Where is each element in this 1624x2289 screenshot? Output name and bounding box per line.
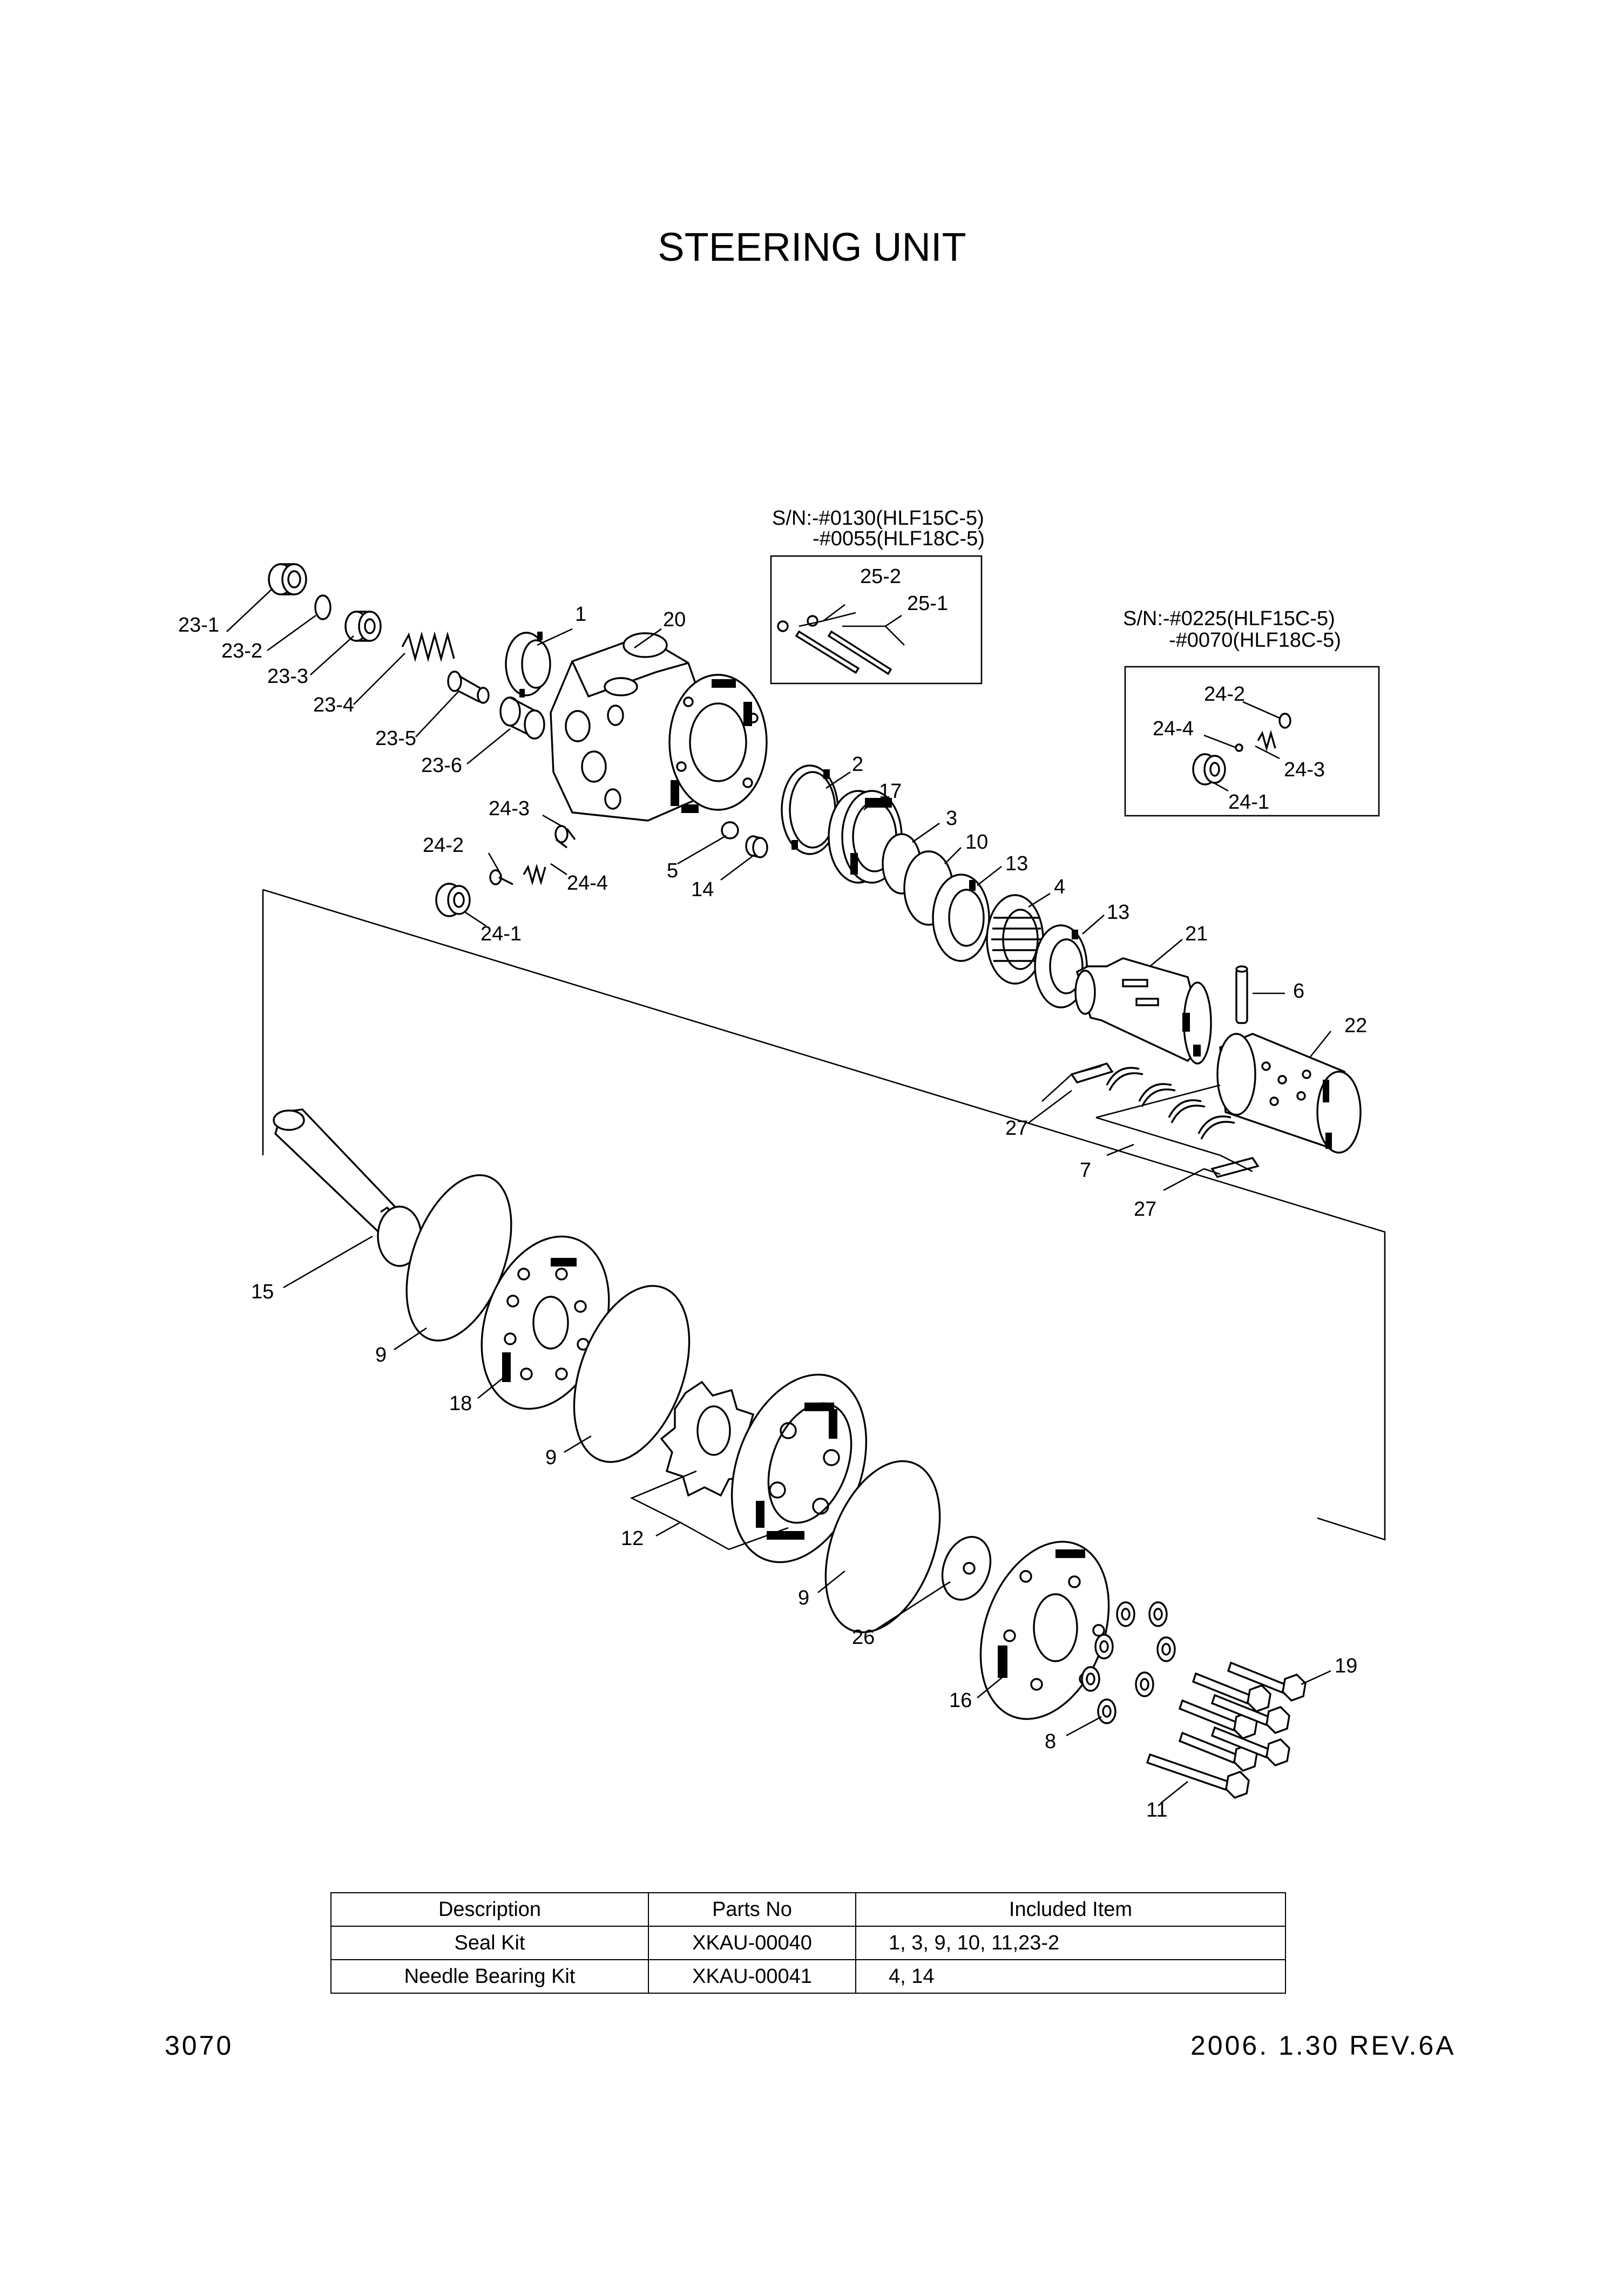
callout-20: 20 <box>663 608 686 631</box>
callout-27a: 27 <box>1005 1117 1028 1140</box>
callout-labels: 23-1 23-2 23-3 23-4 23-5 23-6 1 20 25-2 … <box>178 565 1367 1821</box>
row-included-item: 1, 3, 9, 10, 11,23-2 <box>855 1926 1286 1960</box>
callout-23-6: 23-6 <box>421 754 462 777</box>
o-ring-part-23-2 <box>314 594 331 620</box>
pin-part-6 <box>1235 965 1248 1024</box>
callout-15: 15 <box>251 1281 274 1303</box>
row-included-item: 4, 14 <box>855 1959 1286 1994</box>
bolts-part-11-19 <box>1146 1661 1307 1799</box>
callout-6: 6 <box>1293 980 1304 1003</box>
callout-24-2: 24-2 <box>423 834 464 857</box>
callout-23-4: 23-4 <box>313 694 354 716</box>
seat-part-23-3 <box>344 611 382 642</box>
callout-13a: 13 <box>1005 852 1028 875</box>
callout-11: 11 <box>1146 1799 1167 1821</box>
drive-shaft-part-15 <box>273 1108 424 1267</box>
callout-26: 26 <box>852 1626 875 1649</box>
callout-19: 19 <box>1335 1655 1357 1677</box>
spring-part-23-4 <box>401 631 455 662</box>
serial-note-valve-line2: -#0070(HLF18C-5) <box>1169 629 1341 652</box>
serial-note-pin-line2: -#0055(HLF18C-5) <box>813 527 985 550</box>
plug-part-23-1 <box>268 563 307 595</box>
end-cap-part-16 <box>979 1541 1110 1720</box>
plate-part-26 <box>941 1536 992 1601</box>
plate-part-18 <box>481 1235 610 1410</box>
callout-14: 14 <box>691 878 714 901</box>
page-title: STEERING UNIT <box>658 225 966 269</box>
valve-kit-box <box>1124 666 1380 817</box>
leader-lines <box>226 588 1332 1804</box>
ball-part-5 <box>721 821 739 839</box>
callout-23-3: 23-3 <box>267 665 308 688</box>
callout-24-4-box: 24-4 <box>1153 717 1194 740</box>
serial-note-valve-line1: S/N:-#0225(HLF15C-5) <box>1123 607 1335 630</box>
steering-housing-part-20 <box>550 632 768 822</box>
callout-23-1: 23-1 <box>178 614 219 636</box>
pin-kit-part-25 <box>777 615 892 675</box>
callout-7: 7 <box>1080 1159 1091 1182</box>
row-description: Needle Bearing Kit <box>330 1959 649 1994</box>
callout-17: 17 <box>879 780 902 803</box>
poppet-part-23-5 <box>447 671 490 704</box>
washer-part-13a <box>932 873 990 962</box>
callout-13b: 13 <box>1107 901 1129 924</box>
spool-part-21 <box>1074 957 1212 1065</box>
row-parts-no: XKAU-00040 <box>648 1926 856 1960</box>
header-description: Description <box>330 1892 649 1927</box>
header-parts-no: Parts No <box>648 1892 856 1927</box>
callout-3: 3 <box>946 807 957 830</box>
callout-24-2-box: 24-2 <box>1204 683 1245 706</box>
pin-kit-box <box>770 555 983 685</box>
row-description: Seal Kit <box>330 1926 649 1960</box>
callout-24-4: 24-4 <box>567 872 608 895</box>
table-row: Needle Bearing Kit XKAU-00041 4, 14 <box>330 1959 1286 1994</box>
row-parts-no: XKAU-00041 <box>648 1959 856 1994</box>
kit-table: Description Parts No Included Item Seal … <box>330 1892 1286 1994</box>
callout-16: 16 <box>949 1689 972 1712</box>
washer-part-13b <box>1034 924 1088 1008</box>
centering-springs-part-7-27 <box>1070 1062 1260 1178</box>
callout-21: 21 <box>1185 923 1208 945</box>
header-included-item: Included Item <box>855 1892 1286 1927</box>
serial-note-pin-line1: S/N:-#0130(HLF15C-5) <box>772 507 984 530</box>
seal-part-1 <box>505 632 551 697</box>
callout-18: 18 <box>449 1392 472 1415</box>
callout-22: 22 <box>1344 1014 1367 1037</box>
revision-date: 2006. 1.30 REV.6A <box>1190 2030 1456 2061</box>
callout-4: 4 <box>1054 876 1065 898</box>
callout-9a: 9 <box>375 1344 387 1366</box>
valve-parts-box-24 <box>1192 713 1291 785</box>
washers-part-8 <box>1081 1601 1176 1724</box>
o-ring-part-9a <box>405 1174 512 1342</box>
callout-23-2: 23-2 <box>221 640 262 662</box>
callout-25-1: 25-1 <box>907 592 948 615</box>
o-ring-part-9c <box>824 1460 941 1634</box>
valve-housing-part-23-6 <box>499 696 545 740</box>
callout-10: 10 <box>965 831 988 854</box>
callout-1: 1 <box>575 603 586 626</box>
callout-5: 5 <box>667 859 678 882</box>
callout-24-3: 24-3 <box>489 797 530 820</box>
page-number: 3070 <box>165 2030 234 2061</box>
o-ring-part-9b <box>573 1285 691 1463</box>
bushing-part-14 <box>745 835 768 858</box>
valve-parts-left-24 <box>435 825 576 917</box>
callout-27b: 27 <box>1134 1198 1156 1221</box>
table-row: Seal Kit XKAU-00040 1, 3, 9, 10, 11,23-2 <box>330 1926 1286 1960</box>
callout-24-1-box: 24-1 <box>1228 791 1269 814</box>
kit-table-header: Description Parts No Included Item <box>330 1892 1286 1927</box>
callout-9c: 9 <box>798 1587 809 1609</box>
callout-23-5: 23-5 <box>375 727 416 750</box>
callout-2: 2 <box>852 753 863 776</box>
callout-24-3-box: 24-3 <box>1284 759 1325 781</box>
needle-bearing-part-4 <box>986 894 1044 985</box>
callout-12: 12 <box>621 1527 644 1550</box>
callout-9b: 9 <box>545 1446 557 1469</box>
callout-24-1: 24-1 <box>481 923 522 945</box>
callout-25-2: 25-2 <box>860 565 901 588</box>
callout-8: 8 <box>1045 1730 1056 1753</box>
rotor-group-frame <box>262 889 1386 1541</box>
sleeve-part-22 <box>1216 1033 1362 1154</box>
